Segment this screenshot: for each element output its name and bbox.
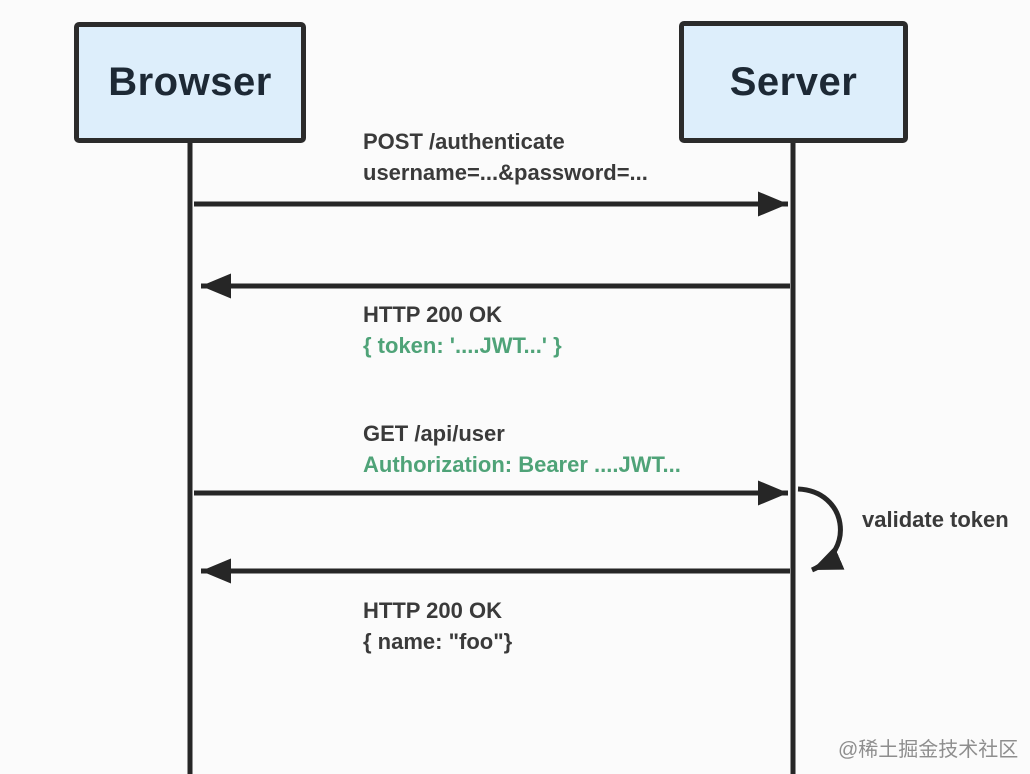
message-post-authenticate-line2: username=...&password=... — [363, 160, 648, 185]
message-http200-name-line1: HTTP 200 OK — [363, 598, 502, 623]
self-action-label: validate token — [862, 507, 1009, 532]
message-post-authenticate: POST /authenticate username=...&password… — [363, 126, 648, 188]
message-http200-name: HTTP 200 OK { name: "foo"} — [363, 595, 512, 657]
actor-box-server: Server — [679, 21, 908, 143]
message-http200-token-line1: HTTP 200 OK — [363, 302, 502, 327]
message-get-api-user-line1: GET /api/user — [363, 421, 505, 446]
actor-label-browser: Browser — [108, 60, 272, 104]
actor-label-server: Server — [729, 59, 858, 104]
actor-box-browser: Browser — [74, 22, 306, 143]
watermark-text: @稀土掘金技术社区 — [838, 739, 1019, 761]
message-http200-token: HTTP 200 OK { token: '....JWT...' } — [363, 299, 562, 361]
self-loop-validate-token-arrow — [797, 486, 845, 573]
message-post-authenticate-line1: POST /authenticate — [363, 129, 565, 154]
message-http200-token-line2: { token: '....JWT...' } — [363, 333, 562, 358]
message-get-api-user-line2: Authorization: Bearer ....JWT... — [363, 452, 681, 477]
message-http200-name-line2: { name: "foo"} — [363, 629, 513, 654]
message-get-api-user: GET /api/user Authorization: Bearer ....… — [363, 418, 681, 480]
